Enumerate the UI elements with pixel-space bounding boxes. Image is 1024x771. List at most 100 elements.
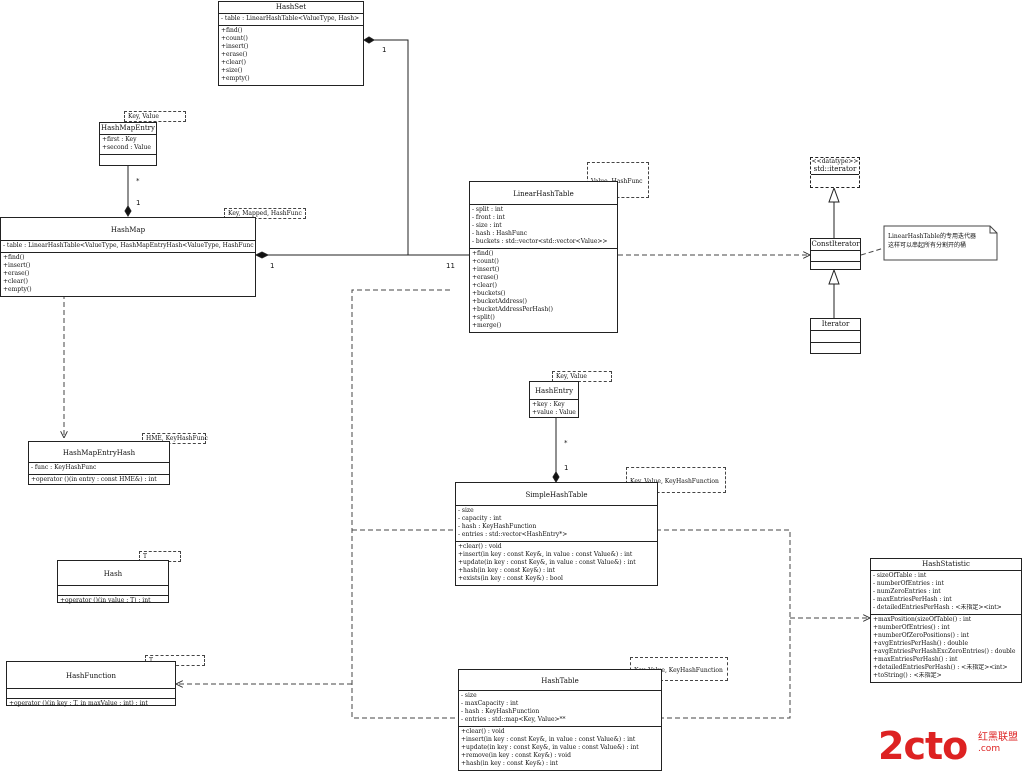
op: +toString() : <未指定>: [873, 672, 942, 679]
op: +bucketAddress(): [472, 298, 527, 305]
op: +clear() : void: [458, 543, 502, 550]
iterator-ops: [811, 343, 860, 346]
hashmapentry-name: HashMapEntry: [100, 123, 156, 135]
mult-hashmap-right: 11: [446, 262, 455, 270]
op: +avgEntriesPerHash() : double: [873, 640, 968, 647]
attr: +second : Value: [102, 144, 151, 151]
mult-hashmap-left: 1: [270, 262, 275, 270]
hashset-diamond: [363, 36, 375, 44]
op: +count(): [472, 258, 499, 265]
attr: - size: [458, 507, 474, 514]
constiterator-class[interactable]: ConstIterator: [810, 238, 861, 270]
note-shape: [883, 225, 998, 261]
op: +erase(): [3, 270, 30, 277]
attr: - entries : std::map<Key, Value>**: [461, 716, 566, 723]
op: +find(): [472, 250, 494, 257]
hashstatistic-class[interactable]: HashStatistic - sizeOfTable : int - numb…: [870, 558, 1022, 683]
linearhashtable-class[interactable]: LinearHashTable - split : int - front : …: [469, 181, 618, 333]
hash-attrs: [58, 586, 168, 596]
hashmap-name: HashMap: [1, 218, 255, 241]
op: +empty(): [221, 75, 250, 82]
hashmapentryhash-name: HashMapEntryHash: [29, 442, 169, 463]
op: +maxPosition(sizeOfTable() : int: [873, 616, 972, 623]
hashtable-ops: +clear() : void +insert(in key : const K…: [459, 727, 661, 770]
attr: - maxCapacity : int: [461, 700, 519, 707]
op: +insert(in key : const Key&, in value : …: [458, 551, 633, 558]
mult-he-one: 1: [564, 464, 569, 472]
note-line-2: 这样可以串起所有分割开的桶: [888, 242, 967, 249]
generalization-arrow-2: [828, 268, 840, 285]
hashentry-class[interactable]: HashEntry +key : Key +value : Value: [529, 381, 579, 418]
op: +erase(): [221, 51, 248, 58]
hash-name: Hash: [58, 561, 168, 586]
stditerator-name: std::iterator: [811, 165, 859, 175]
op: +hash(in key : const Key&) : int: [458, 567, 556, 574]
hashmap-class[interactable]: HashMap - table : LinearHashTable<ValueT…: [0, 217, 256, 297]
hashentry-template: Key, Value: [552, 371, 612, 382]
op: +hash(in key : const Key&) : int: [461, 760, 559, 767]
op: +exists(in key : const Key&) : bool: [458, 575, 563, 582]
note-line-1: LinearHashTable的专用迭代器: [888, 233, 976, 240]
iterator-class[interactable]: Iterator: [810, 318, 861, 354]
op: +clear(): [3, 278, 28, 285]
hashmapentryhash-attrs: - func : KeyHashFunc: [29, 463, 169, 475]
op: +bucketAddressPerHash(): [472, 306, 553, 313]
attr: - numberOfEntries : int: [873, 580, 944, 587]
op: +merge(): [472, 322, 502, 329]
hashmapentry-class[interactable]: HashMapEntry +first : Key +second : Valu…: [99, 122, 157, 166]
op: +remove(in key : const Key&) : void: [461, 752, 571, 759]
iterator-attrs: [811, 331, 860, 343]
op: +detailedEntriesPerHash() : <未指定><int>: [873, 664, 1008, 671]
hashentry-name: HashEntry: [530, 382, 578, 400]
attr: - hash : KeyHashFunction: [461, 708, 540, 715]
hashmapentryhash-template: HME, KeyHashFunc: [142, 433, 208, 444]
constiterator-ops: [811, 262, 860, 265]
op: +empty(): [3, 286, 32, 293]
hash-class[interactable]: Hash +operator ()(in value : T) : int: [57, 560, 169, 604]
watermark-side: 红黑联盟: [978, 732, 1018, 743]
watermark-url: .com: [978, 744, 1001, 754]
dependency-loop: [351, 289, 460, 719]
stditerator-class[interactable]: <<datatype>> std::iterator: [810, 157, 860, 188]
mult-he-star: *: [564, 439, 568, 447]
linearhashtable-attrs: - split : int - front : int - size : int…: [470, 205, 617, 249]
constiterator-name: ConstIterator: [811, 239, 860, 251]
attr: - entries : std::vector<HashEntry*>: [458, 531, 568, 538]
hashset-name: HashSet: [219, 2, 363, 14]
simplehashtable-name: SimpleHashTable: [456, 483, 657, 506]
hashfunction-class[interactable]: HashFunction +operator ()(in key : T, in…: [6, 661, 176, 707]
hashfunction-attrs: [7, 689, 175, 699]
hashmapentryhash-ops: +operator ()(in entry : const HME&) : in…: [29, 475, 169, 486]
op: +insert(): [221, 43, 249, 50]
op: +split(): [472, 314, 495, 321]
attr: - size: [461, 692, 477, 699]
attr: - maxEntriesPerHash : int: [873, 596, 952, 603]
op: +count(): [221, 35, 248, 42]
op: +operator ()(in value : T) : int: [60, 597, 151, 604]
op: +clear() : void: [461, 728, 505, 735]
attr: - detailedEntriesPerHash : <未指定><int>: [873, 604, 1002, 611]
hashtable-class[interactable]: HashTable - size - maxCapacity : int - h…: [458, 669, 662, 771]
op: +erase(): [472, 274, 499, 281]
op: +update(in key : const Key&, in value : …: [461, 744, 639, 751]
op: +insert(): [472, 266, 500, 273]
op: +insert(): [3, 262, 31, 269]
attr: - buckets : std::vector<std::vector<Valu…: [472, 238, 608, 245]
simplehashtable-class[interactable]: SimpleHashTable - size - capacity : int …: [455, 482, 658, 586]
attr: - func : KeyHashFunc: [31, 464, 97, 471]
attr: - hash : HashFunc: [472, 230, 528, 237]
linearhashtable-ops: +find() +count() +insert() +erase() +cle…: [470, 249, 617, 332]
attr: - capacity : int: [458, 515, 502, 522]
hashfunction-name: HashFunction: [7, 662, 175, 689]
mult-hme-star: *: [136, 177, 140, 185]
watermark-main: 2cto: [878, 724, 968, 768]
hashset-class[interactable]: HashSet - table : LinearHashTable<ValueT…: [218, 1, 364, 86]
op: +size(): [221, 67, 243, 74]
attr: - numZeroEntries : int: [873, 588, 941, 595]
simplehashtable-ops: +clear() : void +insert(in key : const K…: [456, 542, 657, 585]
hashmapentryhash-class[interactable]: HashMapEntryHash - func : KeyHashFunc +o…: [28, 441, 170, 485]
simplehashtable-attrs: - size - capacity : int - hash : KeyHash…: [456, 506, 657, 542]
stditerator-stereotype: <<datatype>>: [811, 158, 859, 165]
op: +numberOfEntries() : int: [873, 624, 950, 631]
hashset-composition-edge: [364, 39, 409, 255]
